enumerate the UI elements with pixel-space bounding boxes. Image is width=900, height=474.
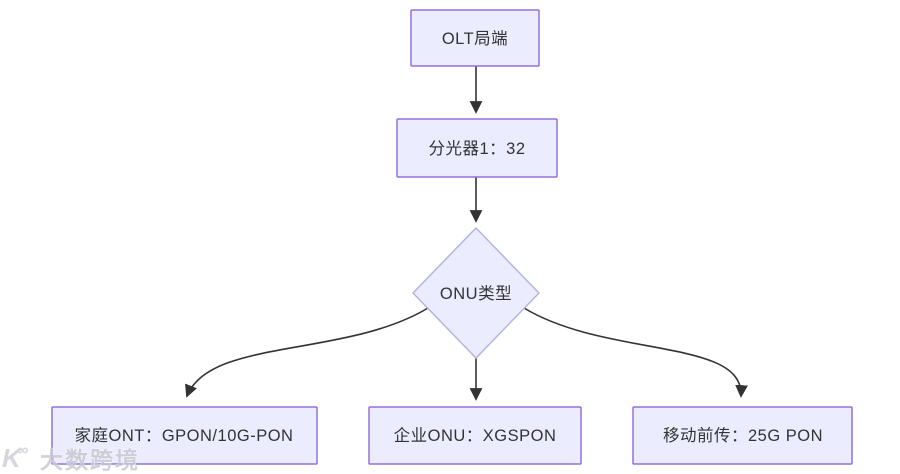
node-enterprise-onu-label: 企业ONU：XGSPON bbox=[394, 426, 557, 445]
node-onu-type-diamond bbox=[411, 226, 541, 360]
node-home-ont-box bbox=[51, 406, 318, 465]
edge-onutype-home bbox=[185, 307, 429, 398]
node-home-ont-label: 家庭ONT：GPON/10G-PON bbox=[75, 426, 294, 445]
node-splitter-box bbox=[396, 118, 558, 178]
node-splitter: 分光器1：32 bbox=[396, 118, 558, 178]
node-olt-label: OLT局端 bbox=[442, 29, 508, 48]
node-mobile-fronthaul-label: 移动前传：25G PON bbox=[663, 426, 823, 445]
node-splitter-label: 分光器1：32 bbox=[428, 139, 525, 158]
node-olt-box bbox=[410, 9, 540, 67]
node-olt: OLT局端 bbox=[410, 9, 540, 67]
edge-onutype-mobile bbox=[523, 307, 748, 398]
brand-logo-infinity-icon: ∞ bbox=[17, 442, 28, 459]
watermark-text: 大数跨境 bbox=[40, 447, 140, 473]
watermark: K ∞ 大数跨境 bbox=[2, 442, 140, 473]
brand-logo-icon: K bbox=[2, 443, 23, 473]
node-enterprise-onu-box bbox=[368, 406, 582, 465]
node-mobile-fronthaul: 移动前传：25G PON bbox=[632, 406, 853, 465]
node-onu-type: ONU类型 bbox=[411, 226, 541, 360]
node-enterprise-onu: 企业ONU：XGSPON bbox=[368, 406, 582, 465]
node-mobile-fronthaul-box bbox=[632, 406, 853, 465]
node-onu-type-label: ONU类型 bbox=[440, 284, 512, 303]
node-home-ont: 家庭ONT：GPON/10G-PON bbox=[51, 406, 318, 465]
